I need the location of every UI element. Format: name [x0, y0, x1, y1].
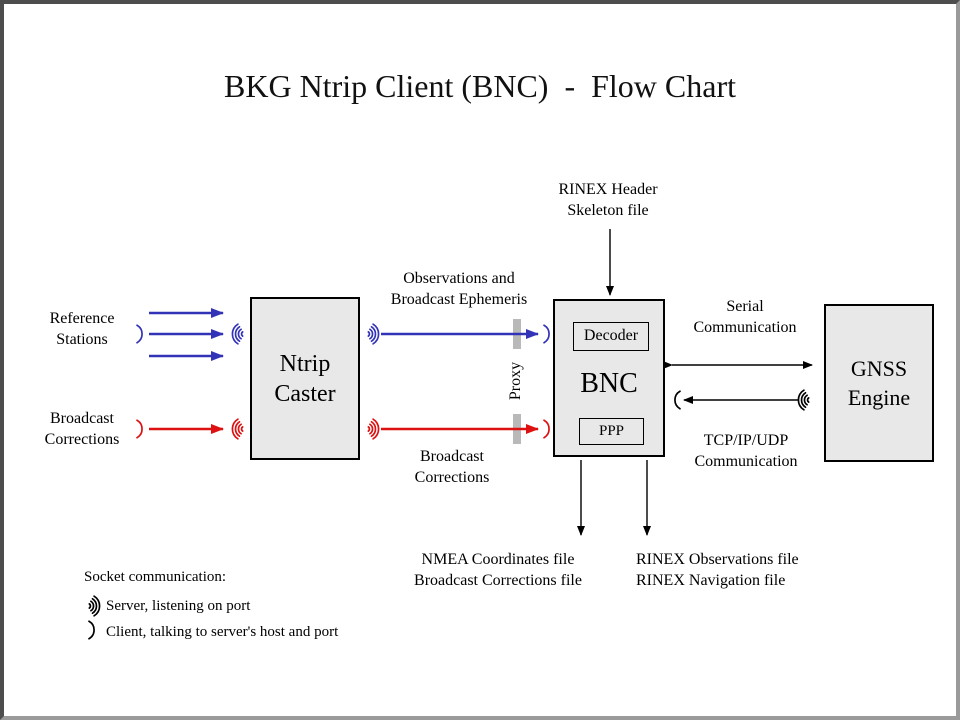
label-reference-stations: Reference Stations — [49, 310, 115, 348]
node-gnss-engine: GNSS Engine — [824, 304, 934, 462]
server-wave-icon-blue-caster-out — [367, 323, 380, 345]
client-arc-icon-red-corrections — [136, 419, 143, 439]
label-broadcast-corrections-left: Broadcast Corrections — [44, 410, 120, 448]
node-bnc: Decoder BNC PPP — [553, 299, 665, 457]
label-observations-ephemeris: Observations and Broadcast Ephemeris — [390, 270, 528, 308]
client-arc-icon-blue-stations — [136, 324, 143, 344]
node-decoder: Decoder — [573, 322, 649, 351]
decoder-label: Decoder — [583, 327, 639, 344]
label-rinex-outputs: RINEX Observations file RINEX Navigation… — [636, 551, 799, 589]
bnc-label: BNC — [580, 368, 638, 399]
proxy-bar-bottom — [513, 414, 521, 444]
client-arc-icon-bnc-tcp — [674, 390, 681, 410]
gnss-engine-label: GNSS Engine — [847, 356, 911, 410]
label-broadcast-corrections-mid: Broadcast Corrections — [414, 448, 490, 486]
server-wave-icon-red-caster-in — [231, 418, 244, 440]
ppp-label: PPP — [598, 423, 625, 439]
label-rinex-header-skeleton: RINEX Header Skeleton file — [558, 181, 658, 219]
ntrip-caster-label: Ntrip Caster — [274, 350, 336, 407]
client-arc-icon-blue-bnc — [543, 324, 550, 344]
label-tcp-communication: TCP/IP/UDP Communication — [694, 432, 798, 470]
node-ntrip-caster: Ntrip Caster — [250, 297, 360, 460]
server-wave-icon-red-caster-out — [367, 418, 380, 440]
proxy-bar-top — [513, 319, 521, 349]
legend-server-wave-icon — [88, 595, 101, 617]
legend-client-text: Client, talking to server's host and por… — [106, 624, 339, 640]
legend-server-text: Server, listening on port — [106, 598, 251, 614]
node-ppp: PPP — [579, 418, 644, 445]
legend-client-arc-icon — [88, 620, 95, 640]
page-title: BKG Ntrip Client (BNC) - Flow Chart — [224, 68, 736, 104]
label-nmea-outputs: NMEA Coordinates file Broadcast Correcti… — [414, 551, 582, 589]
client-arc-icon-red-bnc — [543, 419, 550, 439]
server-wave-icon-gnss — [797, 389, 810, 411]
legend-heading: Socket communication: — [84, 569, 227, 585]
label-proxy: Proxy — [507, 361, 524, 401]
label-serial-communication: Serial Communication — [693, 298, 797, 336]
server-wave-icon-blue-caster-in — [231, 323, 244, 345]
